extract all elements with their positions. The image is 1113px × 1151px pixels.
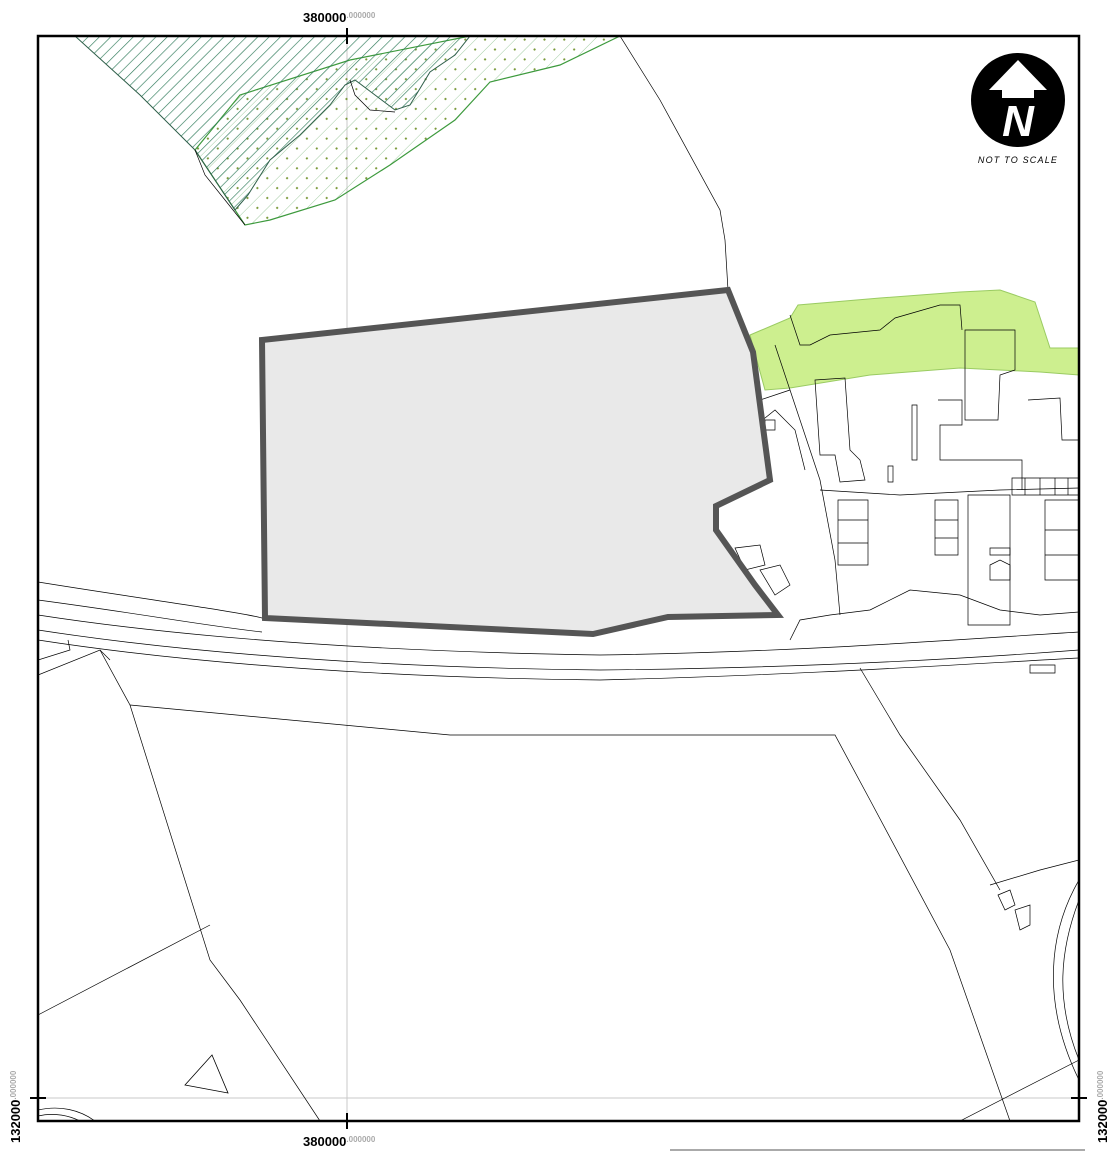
field-boundaries	[38, 36, 1079, 1121]
building-outlines	[734, 304, 1079, 931]
green-space-area	[749, 289, 1079, 391]
northing-label-right: 132000.000000	[1095, 1070, 1110, 1143]
easting-label-bottom: 380000.000000	[303, 1134, 376, 1149]
scale-note: NOT TO SCALE	[978, 155, 1058, 165]
northing-label-left: 132000.000000	[8, 1070, 23, 1143]
grid-ticks	[30, 28, 1087, 1129]
woodland-dark-hatch	[74, 36, 471, 211]
north-arrow-icon: N	[971, 53, 1065, 147]
easting-label-top: 380000.000000	[303, 10, 376, 25]
site-boundary	[258, 286, 784, 638]
survey-triangle-icon	[184, 1054, 229, 1094]
woodland-area	[74, 36, 621, 226]
north-letter: N	[1002, 97, 1035, 146]
map-frame	[36, 34, 1081, 1123]
